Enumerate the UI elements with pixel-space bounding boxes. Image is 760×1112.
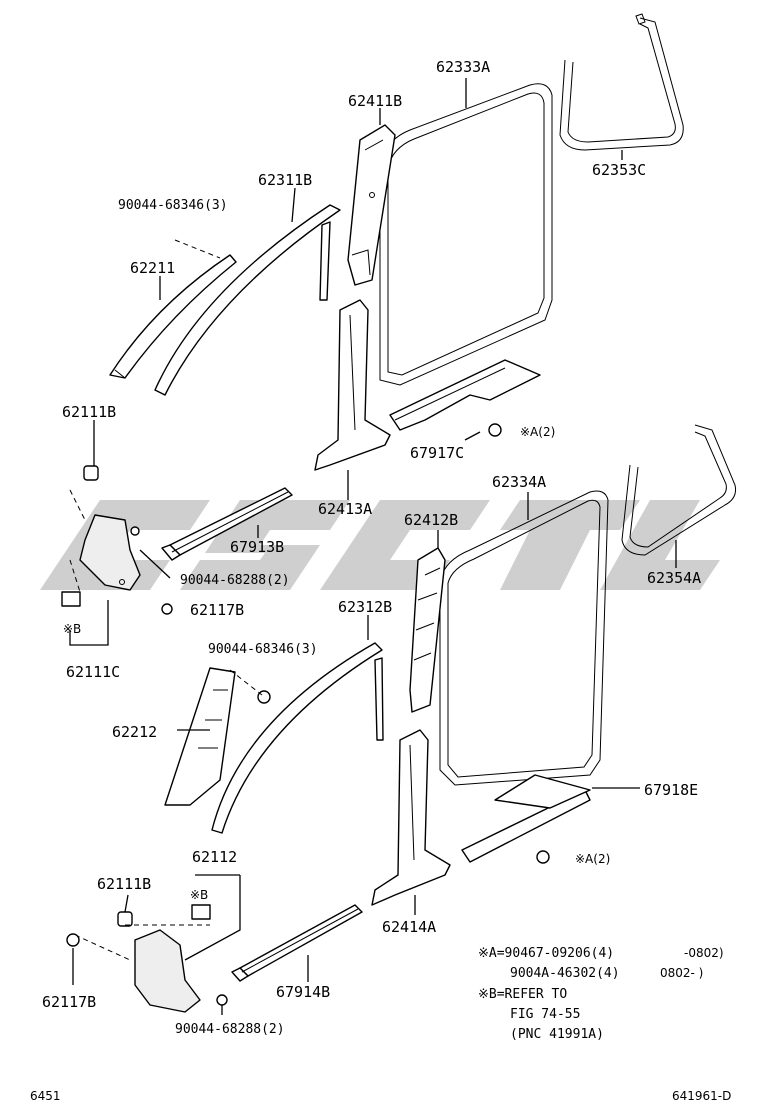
label-67913b: 67913B [230,538,284,556]
label-90044-68346-top: 90044-68346(3) [118,198,228,213]
label-67914b: 67914B [276,983,330,1001]
label-90044-68288-bot: 90044-68288(2) [175,1022,285,1037]
label-62354a: 62354A [647,569,701,587]
label-62212: 62212 [112,723,157,741]
note-a-line1-range: -0802) [684,946,724,960]
label-b-top: ※B [63,622,81,636]
scuff-67918e-drawing [461,774,591,864]
clip-62111b-top-drawing [83,465,99,481]
label-a2-top: ※A(2) [520,425,555,439]
label-90044-68346-mid: 90044-68346(3) [208,642,318,657]
label-62111b-top: 62111B [62,403,116,421]
label-67917c: 67917C [410,444,464,462]
leader-lines [69,78,677,1015]
garnish-62111c-drawing [61,489,173,615]
scuff-67913b-drawing [161,487,293,561]
label-62117b-bot: 62117B [42,993,96,1011]
label-62111c: 62111C [66,663,120,681]
note-a-line2-range: 0802- ) [660,966,703,980]
label-62353c: 62353C [592,161,646,179]
label-62211: 62211 [130,259,175,277]
garnish-62312b-drawing [211,642,384,834]
pillar-62413a-drawing [314,299,391,471]
weatherstrip-62354a-drawing [621,424,736,556]
label-62112: 62112 [192,848,237,866]
label-62312b: 62312B [338,598,392,616]
note-a-line2: 9004A-46302(4) [510,966,620,981]
label-62117b-top: 62117B [190,601,244,619]
label-62334a: 62334A [492,473,546,491]
label-67918e: 67918E [644,781,698,799]
weatherstrip-62353c-drawing [559,13,684,151]
label-a2-bot: ※A(2) [575,852,610,866]
label-62412b: 62412B [404,511,458,529]
footer-right-code: 641961-D [672,1089,731,1103]
pillar-62414a-drawing [371,729,451,906]
footer-left-code: 6451 [30,1089,61,1103]
note-b-line1: ※B=REFER TO [478,987,567,1002]
garnish-62311b-drawing [154,204,341,396]
label-90044-68288-top: 90044-68288(2) [180,573,290,588]
label-62111b-bot: 62111B [97,875,151,893]
label-62414a: 62414A [382,918,436,936]
note-a-line1: ※A=90467-09206(4) [478,946,614,961]
label-62413a: 62413A [318,500,372,518]
weatherstrip-62333a-drawing [379,83,553,386]
label-62333a: 62333A [436,58,490,76]
note-b-line2: FIG 74-55 [510,1007,580,1022]
label-62311b: 62311B [258,171,312,189]
scuff-67914b-drawing [231,904,363,982]
pillar-62411b-drawing [347,124,396,286]
watermark-logo [40,500,720,590]
notes-block: ※A=90467-09206(4) -0802) 9004A-46302(4) … [478,946,724,1042]
label-62411b: 62411B [348,92,402,110]
pillar-62211-drawing [109,254,237,379]
garnish-62112-drawing [66,904,228,1013]
label-b-bot: ※B [190,888,208,902]
note-b-line3: (PNC 41991A) [510,1027,604,1042]
scuff-67917c-drawing [389,359,541,437]
